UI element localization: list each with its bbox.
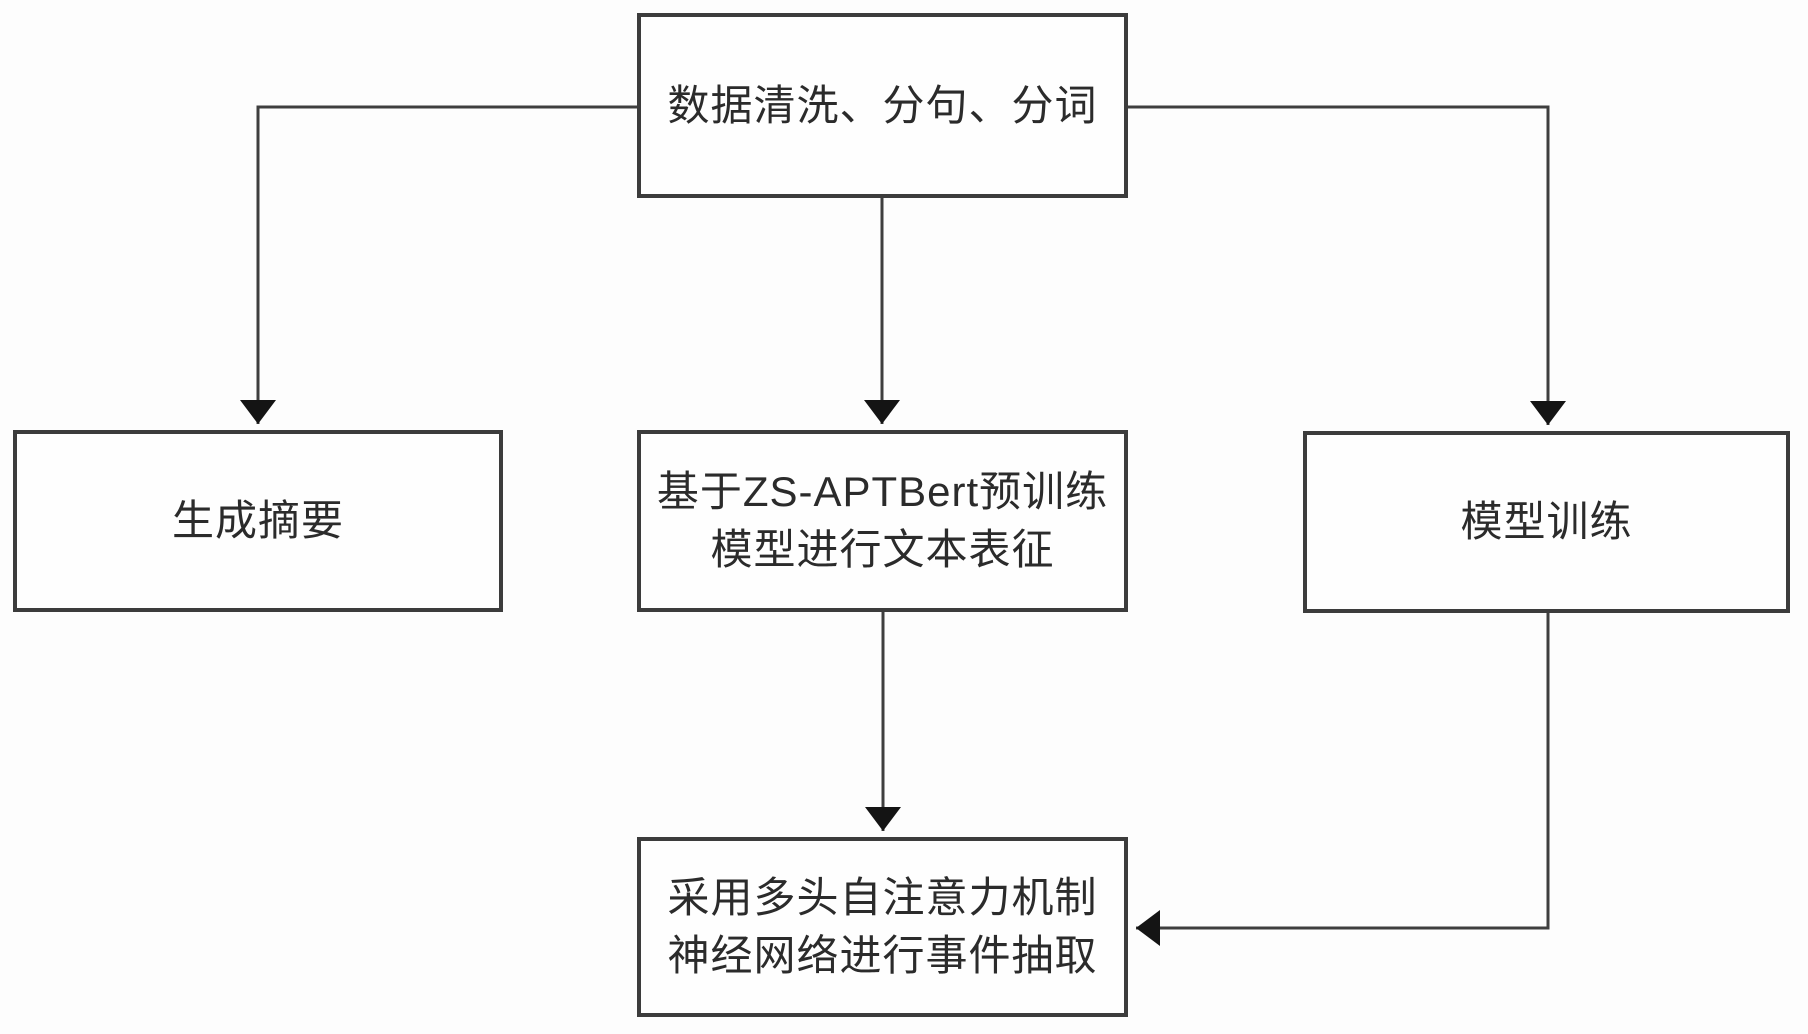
flowchart-node-representation: 基于ZS-APTBert预训练 模型进行文本表征 bbox=[637, 430, 1128, 612]
connector-preprocess-to-summary bbox=[240, 105, 637, 424]
node-label-training: 模型训练 bbox=[1460, 498, 1633, 546]
connector-preprocess-to-training bbox=[1128, 105, 1566, 425]
flowchart-node-summary: 生成摘要 bbox=[13, 430, 503, 612]
node-label-representation: 基于ZS-APTBert预训练 模型进行文本表征 bbox=[656, 468, 1109, 573]
node-label-preprocess: 数据清洗、分句、分词 bbox=[667, 81, 1098, 129]
flowchart-node-preprocess: 数据清洗、分句、分词 bbox=[637, 13, 1128, 198]
connector-training-to-extraction bbox=[1136, 613, 1550, 946]
flowchart-node-extraction: 采用多头自注意力机制 神经网络进行事件抽取 bbox=[637, 837, 1128, 1017]
flowchart-node-training: 模型训练 bbox=[1303, 431, 1790, 613]
node-label-extraction: 采用多头自注意力机制 神经网络进行事件抽取 bbox=[667, 874, 1098, 979]
node-label-summary: 生成摘要 bbox=[171, 497, 344, 545]
